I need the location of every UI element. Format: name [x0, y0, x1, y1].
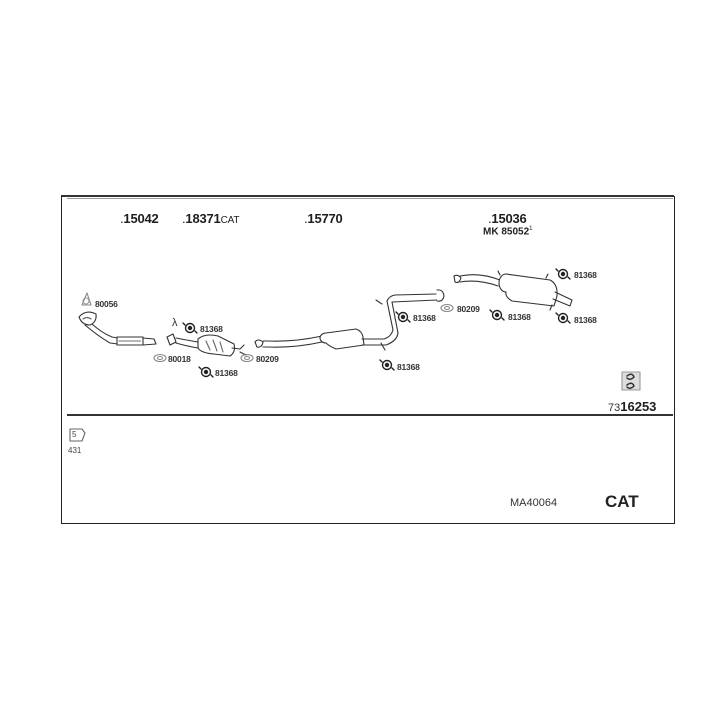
model-code: MA40064	[510, 497, 558, 509]
callout-hanger-81368-rear-left[interactable]: 81368	[508, 312, 531, 322]
callout-gasket-80209-cat-rear[interactable]: 80209	[256, 354, 279, 364]
frame-top-rule	[61, 195, 674, 197]
callout-hanger-81368-rear-top[interactable]: 81368	[574, 270, 597, 280]
callout-gasket-80209-mid[interactable]: 80209	[457, 304, 480, 314]
mounting-kit-label[interactable]: MK 850521	[483, 226, 533, 238]
part-number-15770[interactable]: .15770	[304, 211, 343, 226]
kit-code: 7316253	[608, 399, 657, 414]
part-number-15036[interactable]: .15036	[488, 211, 527, 226]
section-divider	[67, 414, 673, 416]
diagram-frame	[61, 196, 675, 524]
callout-hanger-81368-rear-right[interactable]: 81368	[574, 315, 597, 325]
part-number-15042[interactable]: .15042	[120, 211, 159, 226]
notes-box-number: 431	[68, 446, 82, 455]
frame-top-inner-rule	[67, 198, 673, 199]
part-number-18371[interactable]: .18371CAT	[182, 211, 240, 226]
callout-gasket-80018[interactable]: 80018	[168, 354, 191, 364]
callout-hanger-81368-cat-top[interactable]: 81368	[200, 324, 223, 334]
callout-gasket-80056[interactable]: 80056	[95, 299, 118, 309]
callout-hanger-81368-cat-bottom[interactable]: 81368	[215, 368, 238, 378]
notes-box-label: 5	[72, 430, 77, 439]
callout-hanger-81368-mid-bottom[interactable]: 81368	[397, 362, 420, 372]
callout-hanger-81368-mid-top[interactable]: 81368	[413, 313, 436, 323]
catalyst-type-label: CAT	[605, 492, 639, 511]
lambda-sensor-symbol: λ	[172, 317, 178, 329]
